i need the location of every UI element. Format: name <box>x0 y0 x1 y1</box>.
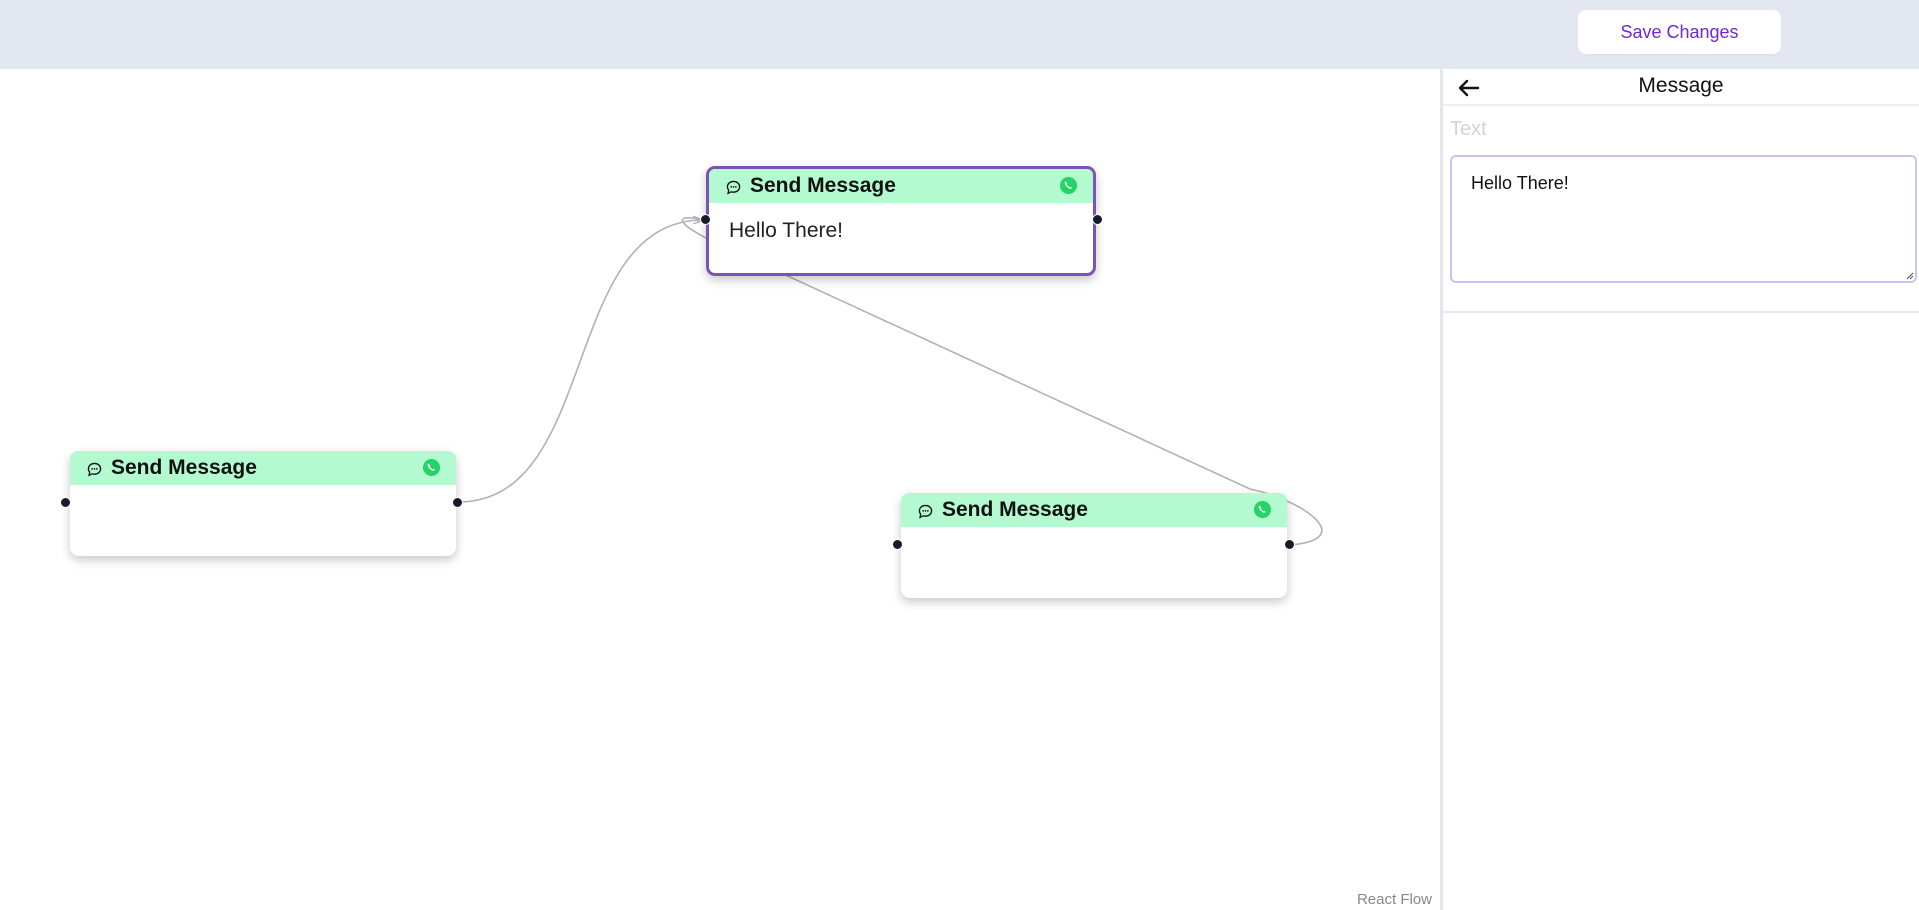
node2-source-handle[interactable] <box>452 497 463 508</box>
node-header: Send Message <box>70 451 456 485</box>
node3-source-handle[interactable] <box>1284 539 1295 550</box>
message-text-input[interactable]: Hello There! <box>1450 155 1917 283</box>
panel-header: Message <box>1443 69 1919 106</box>
resize-grip-icon[interactable] <box>1904 270 1914 280</box>
edges-layer <box>457 69 1323 546</box>
chat-bubble-icon <box>918 504 933 519</box>
flow-canvas[interactable]: Send Message Hello There! Send Message <box>0 69 1440 910</box>
node3-target-handle[interactable] <box>892 539 903 550</box>
send-message-node-2[interactable]: Send Message <box>70 451 456 556</box>
chat-bubble-icon <box>726 180 741 195</box>
top-bar: Save Changes <box>0 0 1919 69</box>
node1-source-handle[interactable] <box>1092 214 1103 225</box>
node-header: Send Message <box>709 169 1093 203</box>
node-header: Send Message <box>901 493 1287 527</box>
node2-target-handle[interactable] <box>60 497 71 508</box>
edge-node2-to-node1[interactable] <box>457 220 702 503</box>
node-title: Send Message <box>111 456 257 479</box>
whatsapp-icon <box>1253 500 1272 519</box>
node1-target-handle[interactable] <box>700 214 711 225</box>
node-title: Send Message <box>750 174 896 197</box>
panel-divider <box>1443 311 1919 313</box>
send-message-node-3[interactable]: Send Message <box>901 493 1287 598</box>
node-title: Send Message <box>942 498 1088 521</box>
whatsapp-icon <box>1059 176 1078 195</box>
node-message-text: Hello There! <box>729 219 844 242</box>
send-message-node-1[interactable]: Send Message Hello There! <box>706 166 1096 276</box>
text-field-label: Text <box>1450 118 1487 140</box>
panel-title: Message <box>1638 74 1724 97</box>
settings-panel: Message Text Hello There! <box>1440 69 1919 910</box>
edge-node3-to-node1[interactable] <box>681 217 1323 546</box>
chat-bubble-icon <box>87 462 102 477</box>
save-changes-button[interactable]: Save Changes <box>1578 10 1781 54</box>
whatsapp-icon <box>422 458 441 477</box>
arrow-left-icon[interactable] <box>1455 74 1483 102</box>
react-flow-attribution[interactable]: React Flow <box>1352 889 1436 910</box>
